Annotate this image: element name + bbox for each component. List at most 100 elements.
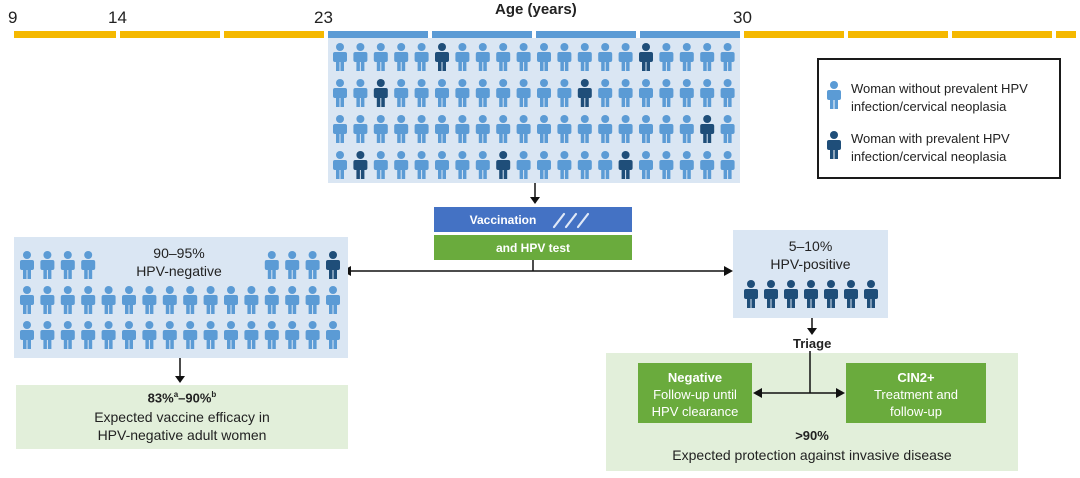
light-person-icon	[142, 286, 157, 314]
light-person-icon	[81, 251, 96, 279]
dark-person-icon	[827, 131, 841, 159]
negative-title: Negative	[667, 370, 723, 385]
light-person-icon	[305, 251, 320, 279]
light-person-icon	[203, 286, 218, 314]
light-person-icon	[305, 286, 320, 314]
light-person-icon	[394, 43, 409, 71]
light-person-icon	[244, 286, 259, 314]
light-person-icon	[720, 151, 735, 179]
vaccination-label: Vaccination	[469, 212, 537, 227]
light-person-icon	[679, 151, 694, 179]
dark-person-icon	[784, 280, 798, 308]
timeline-segment	[744, 31, 844, 38]
dark-person-icon	[373, 79, 388, 107]
hpv-negative-grid	[20, 251, 340, 349]
light-person-icon	[475, 43, 490, 71]
light-person-icon	[353, 43, 368, 71]
dark-person-icon	[804, 280, 818, 308]
dark-person-icon	[639, 43, 653, 71]
dark-person-icon	[844, 280, 858, 308]
light-person-icon	[20, 321, 34, 349]
light-person-icon	[394, 79, 409, 107]
light-person-icon	[353, 79, 368, 107]
light-person-icon	[455, 79, 470, 107]
light-person-icon	[305, 321, 320, 349]
light-person-icon	[183, 286, 198, 314]
light-person-icon	[224, 286, 238, 314]
timeline-segment	[224, 31, 324, 38]
population-grid	[333, 43, 735, 179]
light-person-icon	[720, 79, 735, 107]
light-person-icon	[333, 115, 347, 143]
legend-label-with: Woman with prevalent HPV infection/cervi…	[851, 131, 1010, 164]
light-person-icon	[659, 79, 674, 107]
split-arrow	[342, 260, 733, 276]
light-person-icon	[475, 151, 490, 179]
light-person-icon	[285, 321, 300, 349]
light-person-icon	[455, 151, 470, 179]
light-person-icon	[162, 321, 177, 349]
hpv-negative-panel: 90–95% HPV-negative	[14, 237, 348, 358]
dark-person-icon	[577, 79, 592, 107]
light-person-icon	[639, 151, 653, 179]
light-person-icon	[122, 321, 136, 349]
arrow-to-triage	[807, 318, 817, 335]
arrow-to-vaccination	[530, 183, 540, 204]
light-person-icon	[244, 321, 259, 349]
light-person-icon	[827, 81, 841, 109]
light-person-icon	[577, 151, 592, 179]
light-person-icon	[326, 286, 340, 314]
light-person-icon	[81, 321, 96, 349]
light-person-icon	[414, 43, 429, 71]
light-person-icon	[285, 251, 300, 279]
light-person-icon	[435, 115, 449, 143]
light-person-icon	[414, 79, 429, 107]
protection-value: >90%	[795, 428, 829, 443]
light-person-icon	[264, 251, 279, 279]
light-person-icon	[333, 151, 347, 179]
light-person-icon	[373, 43, 388, 71]
light-person-icon	[598, 115, 613, 143]
light-person-icon	[639, 115, 653, 143]
efficacy-sup-a: a	[173, 390, 179, 399]
light-person-icon	[598, 43, 613, 71]
light-person-icon	[142, 321, 157, 349]
timeline-segment	[952, 31, 1052, 38]
light-person-icon	[333, 79, 347, 107]
light-person-icon	[496, 43, 511, 71]
hpv-test-bar: and HPV test	[434, 235, 632, 260]
hpv-negative-percent: 90–95%	[153, 245, 205, 261]
light-person-icon	[414, 115, 429, 143]
hpv-positive-grid	[744, 280, 878, 308]
efficacy-line2: HPV-negative adult women	[97, 427, 267, 443]
efficacy-dash: –	[178, 390, 186, 406]
light-person-icon	[373, 115, 388, 143]
light-person-icon	[414, 151, 429, 179]
timeline-segment	[14, 31, 116, 38]
light-person-icon	[639, 79, 653, 107]
timeline-segment-highlight	[432, 31, 532, 38]
light-person-icon	[618, 79, 633, 107]
timeline-segment-highlight	[328, 31, 428, 38]
light-person-icon	[60, 251, 75, 279]
light-person-icon	[700, 151, 715, 179]
cin-title: CIN2+	[897, 370, 935, 385]
light-person-icon	[435, 79, 449, 107]
light-person-icon	[618, 115, 633, 143]
efficacy-sup-b: b	[211, 390, 217, 399]
light-person-icon	[679, 43, 694, 71]
efficacy-value-a: 83%	[147, 390, 174, 406]
light-person-icon	[203, 321, 218, 349]
light-person-icon	[496, 79, 511, 107]
light-person-icon	[577, 43, 592, 71]
light-person-icon	[537, 43, 551, 71]
light-person-icon	[20, 251, 34, 279]
light-person-icon	[537, 79, 551, 107]
light-person-icon	[496, 115, 511, 143]
light-person-icon	[516, 79, 531, 107]
light-person-icon	[679, 79, 694, 107]
light-person-icon	[720, 115, 735, 143]
timeline-segment	[1056, 31, 1076, 38]
light-person-icon	[577, 115, 592, 143]
cin-line1: Treatment and	[873, 387, 959, 402]
